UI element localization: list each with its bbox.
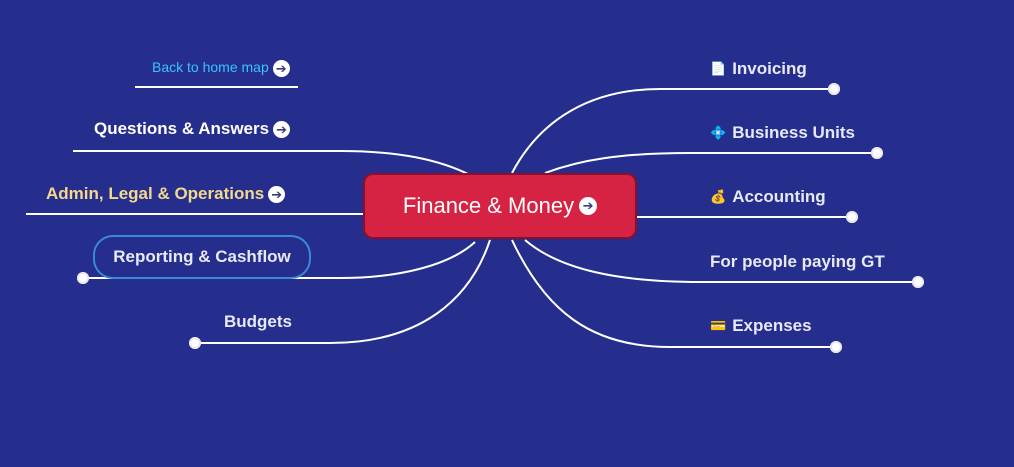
expand-dot-invoicing[interactable] (828, 83, 840, 95)
arrow-right-icon[interactable]: ➔ (268, 186, 286, 204)
connector-questions (73, 150, 471, 176)
node-label: Invoicing (732, 59, 807, 78)
node-label: Admin, Legal & Operations (46, 184, 265, 203)
money-bag-icon: 💰 (710, 189, 727, 204)
node-label: Budgets (224, 312, 292, 331)
connector-budgets (195, 239, 491, 344)
node-for-people-paying-gt[interactable]: For people paying GT (710, 252, 885, 272)
node-invoicing[interactable]: 📄 Invoicing (710, 59, 807, 79)
back-link-label[interactable]: Back to home map (152, 59, 269, 75)
center-node-finance-money[interactable]: Finance & Money ➔ (363, 173, 637, 239)
document-icon: 📄 (710, 61, 727, 76)
back-to-home-map-link[interactable]: Back to home map➔ (152, 59, 290, 77)
diamond-icon: 💠 (710, 125, 727, 140)
node-reporting-cashflow[interactable]: Reporting & Cashflow (93, 235, 311, 279)
expand-dot-business-units[interactable] (871, 147, 883, 159)
node-label: Reporting & Cashflow (113, 247, 291, 266)
connector-invoicing (511, 88, 834, 174)
expand-dot-budgets[interactable] (189, 337, 201, 349)
arrow-right-icon[interactable]: ➔ (272, 59, 290, 77)
node-label: Accounting (732, 187, 826, 206)
expand-dot-reporting[interactable] (77, 272, 89, 284)
expand-dot-expenses[interactable] (830, 341, 842, 353)
node-accounting[interactable]: 💰 Accounting (710, 187, 826, 207)
node-label: Questions & Answers (94, 119, 270, 138)
node-label: Business Units (732, 123, 855, 142)
node-label: For people paying GT (710, 252, 885, 271)
connector-expenses (511, 239, 836, 348)
node-business-units[interactable]: 💠 Business Units (710, 123, 855, 143)
node-admin-legal-operations[interactable]: Admin, Legal & Operations➔ (46, 184, 286, 204)
arrow-right-icon[interactable]: ➔ (273, 121, 291, 139)
expand-dot-for-people-paying-gt[interactable] (912, 276, 924, 288)
connector-reporting (84, 241, 476, 279)
arrow-right-icon[interactable]: ➔ (579, 197, 598, 215)
expand-dot-accounting[interactable] (846, 211, 858, 223)
connector-business-units (544, 152, 877, 174)
node-budgets[interactable]: Budgets (224, 312, 292, 332)
center-node-label: Finance & Money (402, 193, 575, 218)
node-label: Expenses (732, 316, 812, 335)
connector-for-people (524, 239, 918, 283)
node-questions-answers[interactable]: Questions & Answers➔ (94, 119, 291, 139)
node-expenses[interactable]: 💳 Expenses (710, 316, 812, 336)
credit-card-icon: 💳 (710, 318, 727, 333)
